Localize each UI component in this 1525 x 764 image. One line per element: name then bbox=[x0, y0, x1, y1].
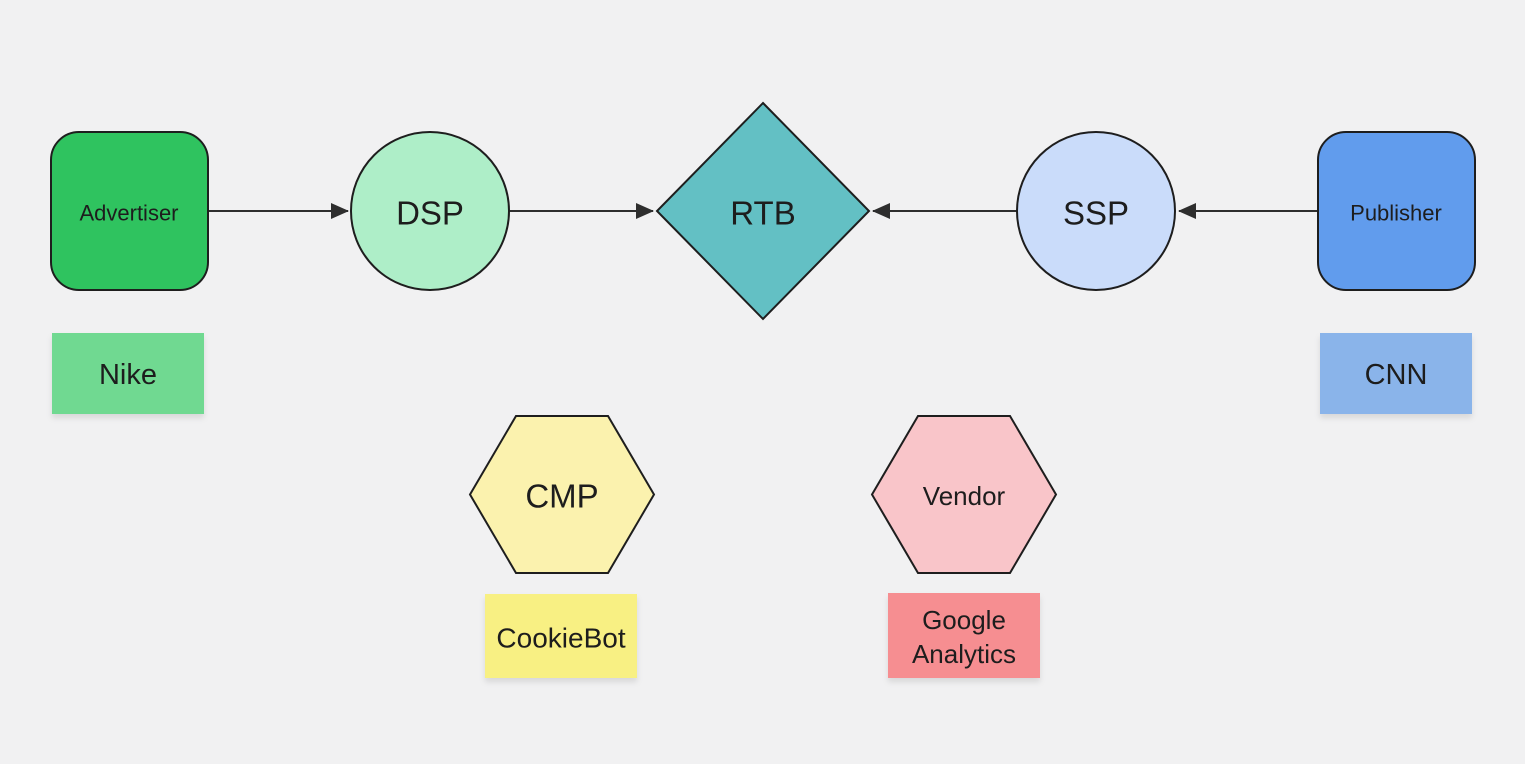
node-publisher[interactable]: Publisher bbox=[1317, 131, 1476, 291]
node-cmp[interactable]: CMP bbox=[468, 415, 656, 574]
node-vendor[interactable]: Vendor bbox=[870, 415, 1058, 574]
google-analytics-shape[interactable] bbox=[888, 593, 1040, 678]
google-analytics-label-line1: Google bbox=[922, 605, 1006, 635]
node-dsp[interactable]: DSP bbox=[350, 131, 510, 291]
dsp-label: DSP bbox=[396, 195, 464, 232]
cnn-label: CNN bbox=[1365, 359, 1428, 391]
dsp-shape[interactable] bbox=[350, 131, 510, 291]
node-advertiser[interactable]: Advertiser bbox=[50, 131, 209, 291]
nike-shape[interactable] bbox=[52, 333, 204, 414]
annotation-google-analytics[interactable]: Google Analytics bbox=[888, 593, 1040, 678]
cookiebot-shape[interactable] bbox=[485, 594, 637, 678]
cmp-label: CMP bbox=[525, 478, 598, 515]
cookiebot-label: CookieBot bbox=[496, 623, 625, 654]
rtb-label: RTB bbox=[730, 195, 795, 232]
vendor-label: Vendor bbox=[923, 481, 1006, 511]
annotation-cookiebot[interactable]: CookieBot bbox=[485, 594, 637, 678]
google-analytics-label-line2: Analytics bbox=[912, 639, 1016, 669]
cmp-shape[interactable] bbox=[468, 415, 656, 574]
nike-label: Nike bbox=[99, 359, 157, 391]
node-rtb[interactable]: RTB bbox=[655, 101, 871, 321]
advertiser-label: Advertiser bbox=[79, 201, 178, 226]
publisher-shape[interactable] bbox=[1317, 131, 1476, 291]
ssp-label: SSP bbox=[1063, 195, 1129, 232]
annotation-cnn[interactable]: CNN bbox=[1320, 333, 1472, 414]
rtb-shape[interactable] bbox=[655, 101, 871, 321]
ssp-shape[interactable] bbox=[1016, 131, 1176, 291]
publisher-label: Publisher bbox=[1350, 201, 1442, 226]
annotation-nike[interactable]: Nike bbox=[52, 333, 204, 414]
cnn-shape[interactable] bbox=[1320, 333, 1472, 414]
advertiser-shape[interactable] bbox=[50, 131, 209, 291]
node-ssp[interactable]: SSP bbox=[1016, 131, 1176, 291]
vendor-shape[interactable] bbox=[870, 415, 1058, 574]
